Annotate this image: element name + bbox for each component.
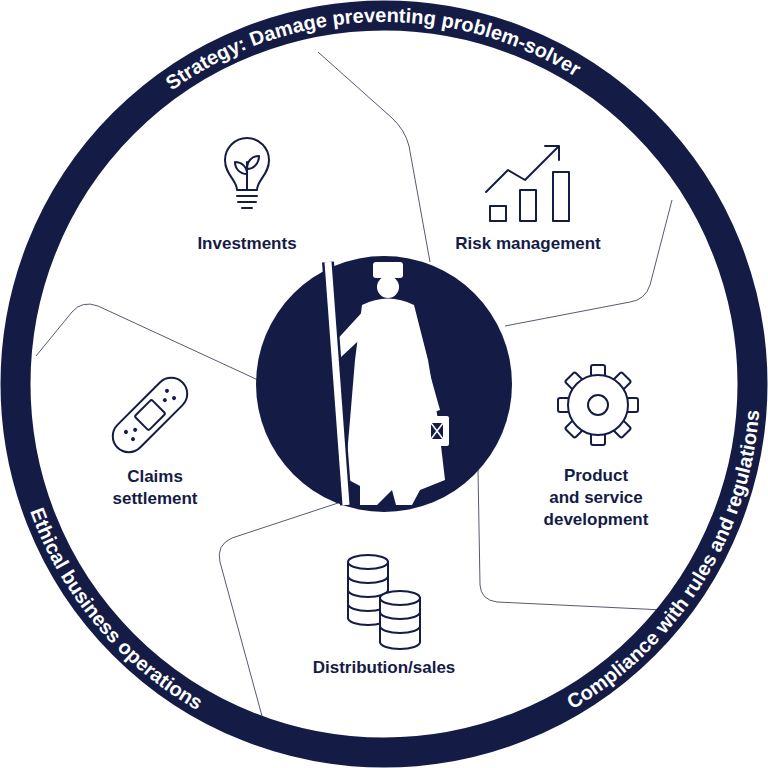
staff-outline [328,262,346,505]
gear-body [568,375,628,435]
ring-text: Ethical business operations [26,505,206,714]
coin-top [348,555,388,569]
trend-line [486,147,558,192]
divider-line [219,503,338,716]
figure-head [377,276,399,298]
night-watchman-figure [333,262,449,505]
bandage-icon [106,371,194,459]
sector-label: Investments [147,233,347,255]
divider-line [318,52,430,262]
bandage-dot [164,388,170,394]
bandage-dot [123,429,129,435]
process-sector: Risk management [428,233,628,255]
watchman-staff [328,262,346,505]
center-disc [256,256,512,512]
bandage-dot [162,397,168,403]
gear-teeth [558,365,638,445]
divider-line [505,200,672,326]
bulb-outline [225,138,269,190]
chart-icon [486,146,569,221]
sector-label: Risk management [428,233,628,255]
ring-text: Compliance with rules and regulations [563,409,763,713]
sector-label: Claims settlement [95,466,215,510]
lantern-cross [431,423,443,439]
process-sector: Investments [147,233,347,255]
bandage-dots [123,388,177,442]
lantern [425,416,449,446]
ring-text: Compliance with rules and regulations [563,409,763,713]
figure-hat [373,262,403,278]
sector-dividers [36,52,672,716]
lightbulb-icon [225,138,269,208]
sector-label: Distribution/sales [284,657,484,679]
lantern-window [431,423,443,439]
icons [106,138,638,649]
plant-leaf [247,156,259,169]
ring-text: Strategy: Damage preventing problem-solv… [161,4,584,94]
process-sector: Distribution/sales [284,657,484,679]
sector-label: Product and service development [531,465,661,531]
chart-bar [553,172,569,221]
bulb-base [237,196,257,208]
trend-arrowhead [545,146,559,160]
process-sector: Claims settlement [95,466,215,510]
bandage-dot [130,436,136,442]
bandage-dot [171,395,177,401]
coin-edges [380,612,420,633]
coin-top [380,591,420,605]
plant-leaf [235,162,247,174]
bandage-dot [132,427,138,433]
bandage-strip [106,371,194,459]
chart-bar [520,190,536,221]
gear-icon [558,365,638,445]
ring-text: Strategy: Damage preventing problem-solv… [161,4,584,94]
ring-text: Ethical business operations [26,505,206,714]
figure-arm [408,310,440,413]
gear-hole [588,395,608,415]
chart-bar [490,206,506,221]
bandage-pad [134,399,165,430]
divider-line [36,304,258,380]
coins-icon [348,555,420,649]
process-sector: Product and service development [531,465,661,531]
